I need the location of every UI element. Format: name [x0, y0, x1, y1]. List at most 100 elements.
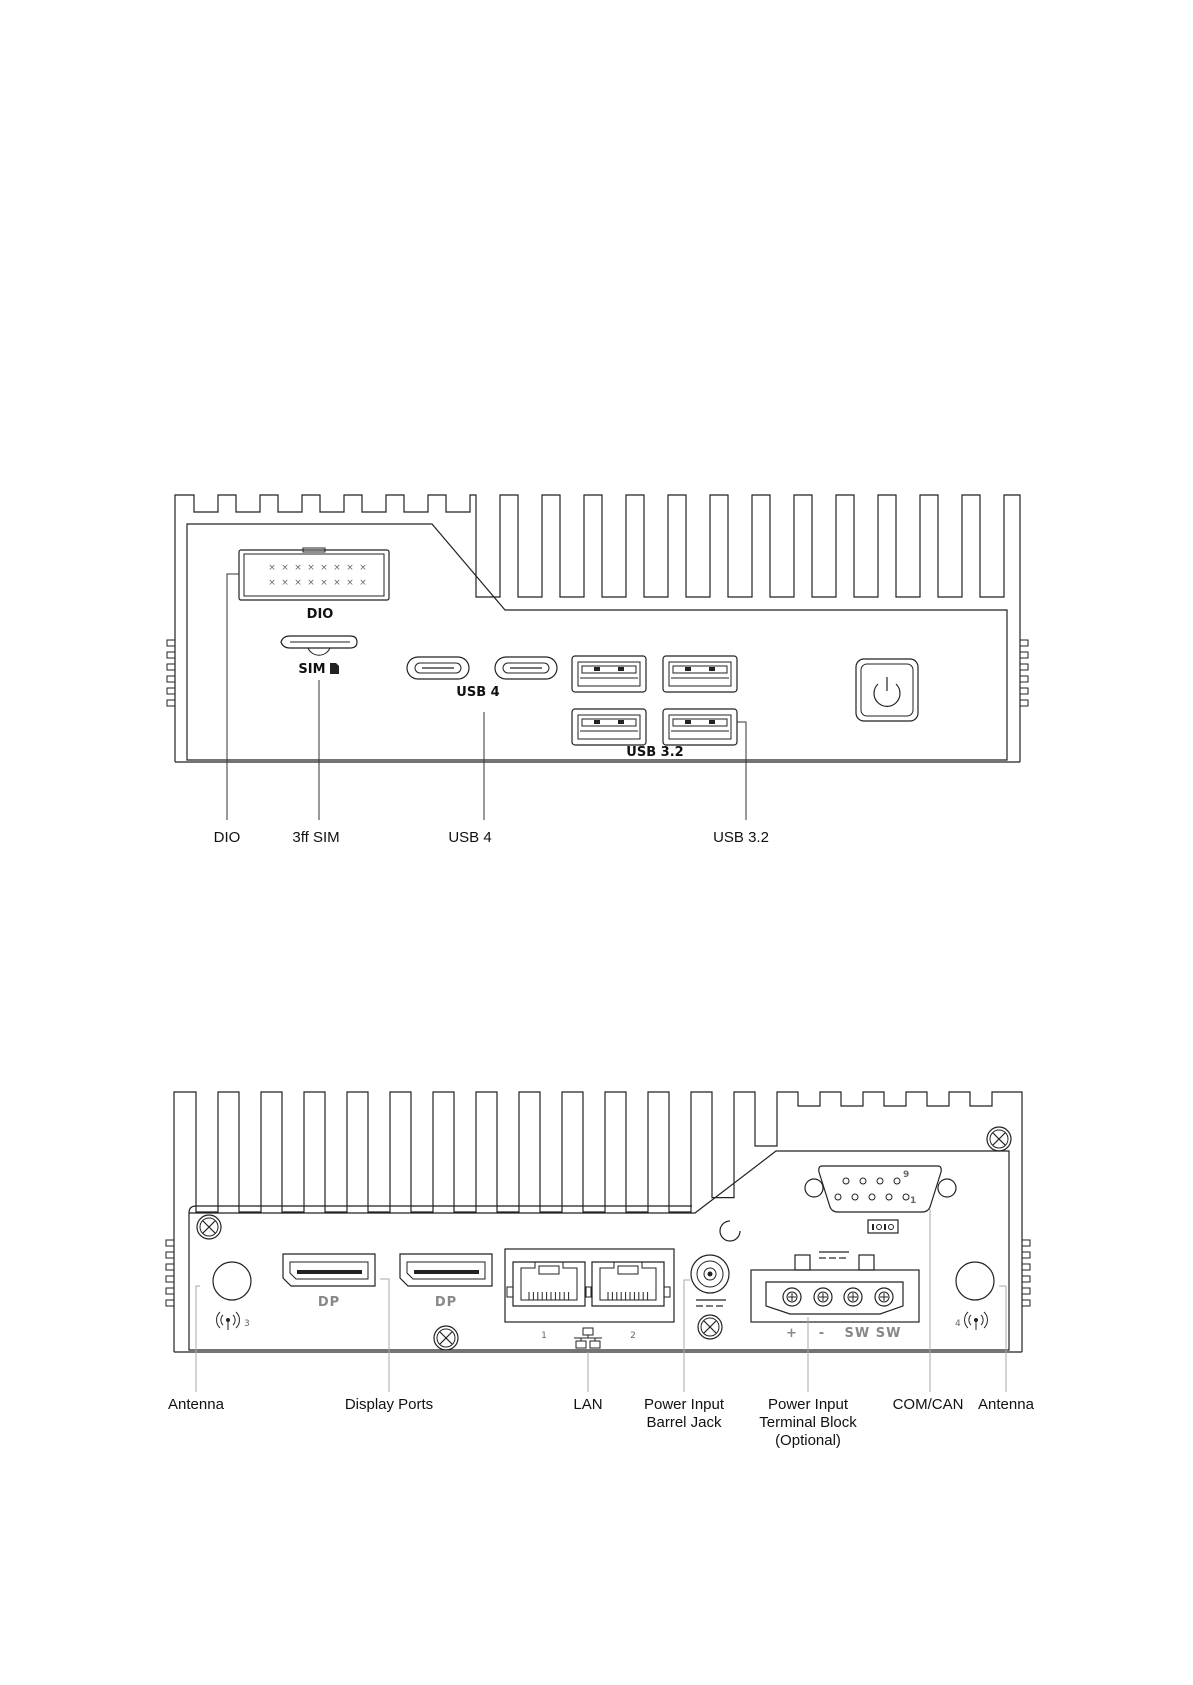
dio-leader [227, 574, 239, 820]
antenna-left-leader [196, 1286, 200, 1392]
callout-com-can: COM/CAN [893, 1396, 964, 1413]
dio-pin: × [294, 563, 302, 573]
dio-pin: × [281, 578, 289, 588]
dc-symbol-terminal [819, 1252, 849, 1258]
callout-display-ports: Display Ports [345, 1396, 433, 1413]
db9-pin [877, 1178, 883, 1184]
displayport-1 [283, 1254, 375, 1286]
db9-pin [835, 1194, 841, 1200]
display-ports-leader [380, 1279, 389, 1392]
tb-minus: - [819, 1326, 825, 1341]
usb4-label: USB 4 [456, 685, 499, 700]
screw-left [197, 1215, 221, 1239]
front-right-grip [1020, 640, 1028, 706]
usb32-port-2 [663, 656, 737, 692]
sim-slot [281, 636, 357, 655]
antenna-left-icon [217, 1312, 240, 1330]
db9-pin [894, 1178, 900, 1184]
callout-terminal-line2: Terminal Block [759, 1414, 857, 1431]
antenna-left-number: 3 [244, 1319, 250, 1329]
network-icon [574, 1328, 602, 1348]
antenna-left-connector [213, 1262, 251, 1300]
dp1-label: DP [318, 1295, 340, 1310]
usb32-port-4 [663, 709, 737, 745]
front-panel: × × × × × × × × × × × × × × × × DIO SIM USB 4 USB 3.2 [167, 495, 1028, 820]
com-pin9: 9 [903, 1170, 909, 1180]
screw-barrel [698, 1315, 722, 1339]
callout-usb32: USB 3.2 [713, 829, 769, 846]
callout-antenna-right: Antenna [978, 1396, 1035, 1413]
dio-connector: × × × × × × × × × × × × × × × × [239, 548, 389, 600]
com-can-connector [805, 1166, 956, 1212]
callout-antenna-left: Antenna [168, 1396, 225, 1413]
sim-label: SIM [298, 662, 325, 677]
dio-pin: × [268, 578, 276, 588]
dp2-label: DP [435, 1295, 457, 1310]
db9-pin [869, 1194, 875, 1200]
front-left-grip [167, 640, 175, 706]
ring-mark [720, 1221, 740, 1241]
db9-pin [843, 1178, 849, 1184]
dio-pin: × [359, 563, 367, 573]
dio-pin: × [320, 563, 328, 573]
usb32-port-1 [572, 656, 646, 692]
lan1-number: 1 [541, 1331, 547, 1341]
usb4-port-2 [495, 657, 557, 679]
rear-chassis-outline [174, 1092, 1022, 1352]
callout-barrel-line2: Barrel Jack [646, 1414, 722, 1431]
sim-card-icon [330, 663, 339, 674]
usb32-port-3 [572, 709, 646, 745]
db9-pin [903, 1194, 909, 1200]
barrel-leader [684, 1280, 690, 1392]
db9-pin [886, 1194, 892, 1200]
callout-barrel-line1: Power Input [644, 1396, 725, 1413]
dio-pin: × [333, 563, 341, 573]
lan2-number: 2 [630, 1331, 636, 1341]
dio-pin: × [294, 578, 302, 588]
callout-dio: DIO [214, 829, 241, 846]
lan-block [505, 1249, 674, 1322]
dio-pin: × [359, 578, 367, 588]
callout-lan: LAN [573, 1396, 602, 1413]
antenna-right-number: 4 [955, 1319, 961, 1329]
displayport-2 [400, 1254, 492, 1286]
callout-sim: 3ff SIM [292, 829, 339, 846]
dio-pin: × [268, 563, 276, 573]
dio-pin: × [333, 578, 341, 588]
callout-terminal-line3: (Optional) [775, 1432, 841, 1449]
dio-pin: × [346, 563, 354, 573]
power-button [856, 659, 918, 721]
antenna-right-icon [965, 1312, 988, 1330]
db9-pin [860, 1178, 866, 1184]
screw-top-right [987, 1127, 1011, 1151]
usb32-leader [737, 722, 746, 820]
db9-pin [852, 1194, 858, 1200]
rear-right-grip [1022, 1240, 1030, 1306]
dc-symbol-barrel [696, 1300, 726, 1306]
usb32-label: USB 3.2 [626, 745, 683, 760]
lan-port-1 [507, 1262, 591, 1306]
rear-left-grip [166, 1240, 174, 1306]
terminal-block [751, 1255, 919, 1322]
serial-icon [868, 1220, 898, 1233]
rear-bezel [189, 1151, 1009, 1350]
dio-pin: × [281, 563, 289, 573]
dio-pin: × [320, 578, 328, 588]
dio-pin: × [307, 563, 315, 573]
tb-sw: SW SW [845, 1326, 902, 1341]
lan-port-2 [586, 1262, 670, 1306]
barrel-jack [691, 1255, 729, 1293]
antenna-right-leader [999, 1286, 1006, 1392]
screw-center [434, 1326, 458, 1350]
dio-pin: × [307, 578, 315, 588]
antenna-right-connector [956, 1262, 994, 1300]
com-pin1: 1 [910, 1196, 916, 1206]
dio-pin: × [346, 578, 354, 588]
rear-panel: 3 4 DP DP 1 2 [166, 1092, 1030, 1392]
usb4-port-1 [407, 657, 469, 679]
callout-usb4: USB 4 [448, 829, 491, 846]
tb-plus: + [786, 1326, 798, 1341]
callout-terminal-line1: Power Input [768, 1396, 849, 1413]
dio-label: DIO [307, 607, 334, 622]
